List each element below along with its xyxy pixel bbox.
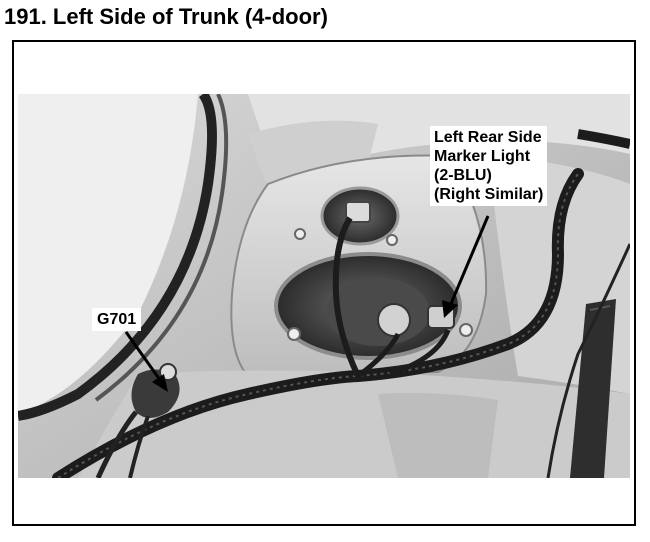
marker-light-line-1: Left Rear Side (434, 129, 542, 146)
marker-light-line-2: Marker Light (434, 148, 531, 165)
page-title: 191. Left Side of Trunk (4-door) (4, 4, 328, 29)
marker-light-callout: Left Rear Side Marker Light (2-BLU) (Rig… (430, 126, 548, 206)
left-body-panel (18, 94, 198, 414)
foam-strip (570, 299, 616, 478)
marker-light-line-4: (Right Similar) (434, 186, 544, 203)
marker-light-line-3: (2-BLU) (434, 167, 492, 184)
trunk-seal (18, 94, 217, 421)
trunk-photo (18, 94, 630, 478)
g701-callout: G701 (92, 308, 142, 331)
